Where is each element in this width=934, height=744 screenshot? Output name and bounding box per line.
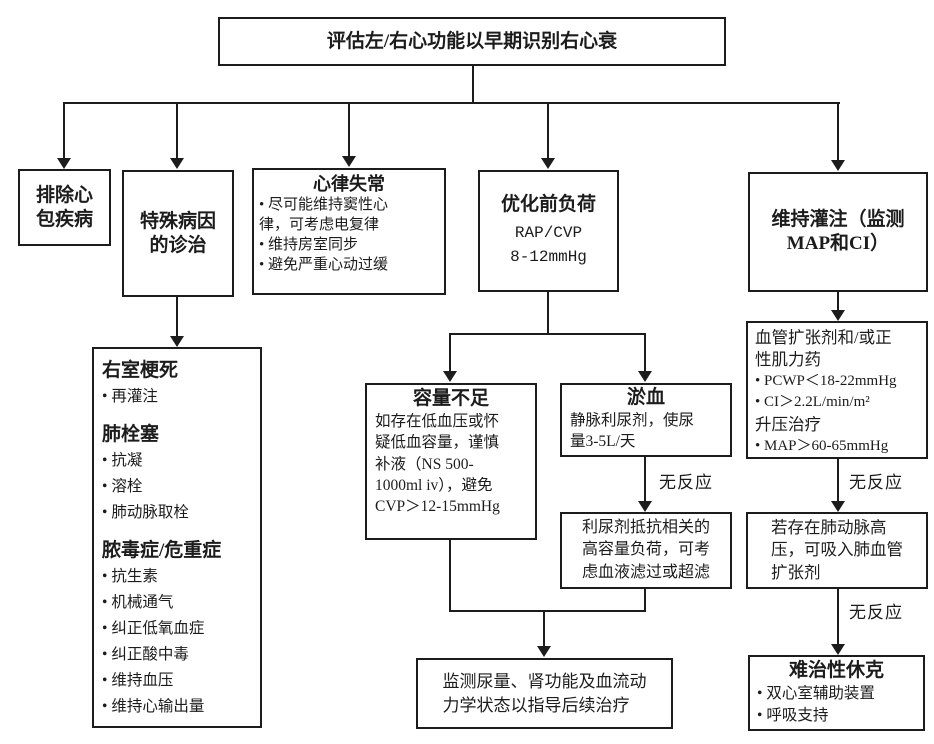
- connector-perfusion-stem: [837, 292, 839, 311]
- edge-label-no-response-2: 无反应: [849, 473, 903, 492]
- arrowhead-monitor: [537, 646, 551, 657]
- connector-drop-1: [63, 102, 65, 158]
- node-vasodilator-heading: 血管扩张剂和/或正 性肌力药: [755, 328, 892, 369]
- bullet-item: 维持心输出量: [102, 694, 252, 720]
- node-monitor-followup: 监测尿量、肾功能及血流动 力学状态以指导后续治疗: [416, 658, 673, 729]
- connector-to-congestion: [644, 333, 646, 372]
- node-maintain-perfusion-text: 维持灌注（监测 MAP和CI）: [771, 209, 905, 254]
- connector-diuretic-stem: [644, 589, 646, 612]
- node-special-etiology-text: 特殊病因 的诊治: [139, 210, 216, 256]
- arrowhead-drop-1: [57, 158, 71, 169]
- connector-drop-5: [837, 102, 839, 161]
- node-volume-deficit-title: 容量不足: [412, 388, 489, 409]
- bullet-item: CI＞2.2L/min/m²: [755, 392, 919, 414]
- node-congestion-body: 静脉利尿剂，使尿 量3-5L/天: [570, 411, 695, 451]
- node-etiology-detail: 右室梗死 再灌注 肺栓塞 抗凝 溶栓 肺动脉取栓 脓毒症/危重症 抗生素 机械通…: [92, 347, 262, 728]
- node-refractory-shock-title: 难治性休克: [788, 660, 884, 681]
- node-arrhythmia: 心律失常 尽可能维持窦性心 律，可考虑电复律 维持房室同步 避免严重心动过缓: [252, 168, 446, 295]
- connector-vasodilator-noresponse: [837, 459, 839, 502]
- node-arrhythmia-title: 心律失常: [313, 174, 385, 194]
- etiology-section-rv-infarction: 右室梗死 再灌注: [102, 358, 252, 410]
- arrowhead-etiology: [170, 336, 184, 347]
- node-vasodilator-inotrope: 血管扩张剂和/或正 性肌力药 PCWP＜18-22mmHg CI＞2.2L/mi…: [746, 321, 928, 459]
- arrowhead-drop-5: [831, 160, 845, 171]
- arrowhead-congestion: [638, 371, 652, 382]
- node-vasodilator-subheading: 升压治疗: [755, 415, 821, 435]
- node-maintain-perfusion: 维持灌注（监测 MAP和CI）: [748, 172, 928, 292]
- arrowhead-diuretic-resistance: [638, 501, 652, 512]
- bullet-item: PCWP＜18-22mmHg: [755, 371, 919, 393]
- edge-label-no-response-3: 无反应: [849, 603, 903, 622]
- bullet-item: 抗凝: [102, 448, 252, 474]
- bullet-item: 维持房室同步: [259, 236, 439, 256]
- bullet-item: 纠正低氧血症: [102, 616, 252, 642]
- bullet-item: 肺动脉取栓: [102, 500, 252, 526]
- arrowhead-pah: [831, 501, 845, 512]
- node-exclude-pericardial-text: 排除心 包疾病: [35, 184, 93, 230]
- node-volume-deficit: 容量不足 如存在低血压或怀 疑低血容量，谨慎 补液（NS 500- 1000ml…: [365, 383, 537, 540]
- bullet-item: 机械通气: [102, 590, 252, 616]
- section-heading: 右室梗死: [102, 360, 179, 381]
- node-optimize-preload: 优化前负荷 RAP/CVP 8-12mmHg: [478, 170, 619, 292]
- connector-volume-stem: [449, 540, 451, 612]
- bullet-item: 双心室辅助装置: [757, 683, 916, 705]
- node-congestion-title: 淤血: [626, 387, 665, 408]
- node-monitor-followup-text: 监测尿量、肾功能及血流动 力学状态以指导后续治疗: [442, 671, 647, 715]
- bullet-item: MAP＞60-65mmHg: [755, 436, 919, 458]
- bullet-item: 纠正酸中毒: [102, 642, 252, 668]
- node-refractory-shock: 难治性休克 双心室辅助装置 呼吸支持: [748, 655, 925, 731]
- node-optimize-preload-line3: 8-12mmHg: [510, 247, 587, 266]
- arrowhead-volume-deficit: [443, 371, 457, 382]
- node-pulmonary-hypertension: 若存在肺动脉高 压，可吸入肺血管 扩张剂: [746, 512, 928, 589]
- connector-preload-split: [449, 333, 646, 335]
- node-diuretic-resistance-text: 利尿剂抵抗相关的 高容量负荷，可考 虑血液滤过或超滤: [581, 519, 710, 581]
- connector-etiology: [176, 297, 178, 337]
- node-root: 评估左/右心功能以早期识别右心衰: [218, 17, 726, 66]
- connector-pah-noresponse: [837, 589, 839, 645]
- connector-root-stem: [472, 65, 474, 104]
- connector-congestion-noresponse: [644, 457, 646, 502]
- bullet-item: 溶栓: [102, 474, 252, 500]
- etiology-section-pe: 肺栓塞 抗凝 溶栓 肺动脉取栓: [102, 422, 252, 526]
- connector-preload-stem: [547, 292, 549, 335]
- connector-to-monitor: [543, 610, 545, 646]
- node-pulmonary-hypertension-text: 若存在肺动脉高 压，可吸入肺血管 扩张剂: [771, 518, 903, 582]
- node-volume-deficit-body: 如存在低血压或怀 疑低血容量，谨慎 补液（NS 500- 1000ml iv），…: [375, 412, 500, 516]
- bullet-item: 再灌注: [102, 384, 252, 410]
- arrowhead-drop-3: [342, 156, 356, 167]
- arrowhead-drop-2: [170, 158, 184, 169]
- connector-drop-4: [547, 102, 549, 158]
- bullet-item: 呼吸支持: [757, 705, 916, 727]
- edge-label-no-response-1: 无反应: [659, 473, 713, 492]
- arrowhead-refractory-shock: [831, 644, 845, 655]
- connector-drop-2: [176, 102, 178, 158]
- connector-to-volume-deficit: [449, 333, 451, 372]
- node-root-title: 评估左/右心功能以早期识别右心衰: [326, 30, 618, 52]
- bullet-item: 避免严重心动过缓: [259, 256, 439, 276]
- section-heading: 脓毒症/危重症: [102, 540, 222, 561]
- node-congestion: 淤血 静脉利尿剂，使尿 量3-5L/天: [560, 383, 732, 457]
- connector-drop-3: [348, 102, 350, 157]
- connector-merge: [449, 610, 646, 612]
- arrowhead-vasodilator: [831, 310, 845, 321]
- connector-distributor: [63, 102, 840, 104]
- etiology-section-sepsis: 脓毒症/危重症 抗生素 机械通气 纠正低氧血症 纠正酸中毒 维持血压 维持心输出…: [102, 538, 252, 720]
- node-special-etiology: 特殊病因 的诊治: [122, 170, 234, 297]
- node-diuretic-resistance: 利尿剂抵抗相关的 高容量负荷，可考 虑血液滤过或超滤: [560, 512, 732, 589]
- bullet-item: 抗生素: [102, 564, 252, 590]
- node-optimize-preload-title: 优化前负荷: [500, 194, 596, 216]
- node-exclude-pericardial: 排除心 包疾病: [18, 169, 111, 246]
- section-heading: 肺栓塞: [102, 424, 160, 445]
- bullet-item: 尽可能维持窦性心 律，可考虑电复律: [259, 196, 439, 236]
- node-optimize-preload-line2: RAP/CVP: [514, 223, 583, 242]
- bullet-item: 维持血压: [102, 668, 252, 694]
- arrowhead-drop-4: [541, 158, 555, 169]
